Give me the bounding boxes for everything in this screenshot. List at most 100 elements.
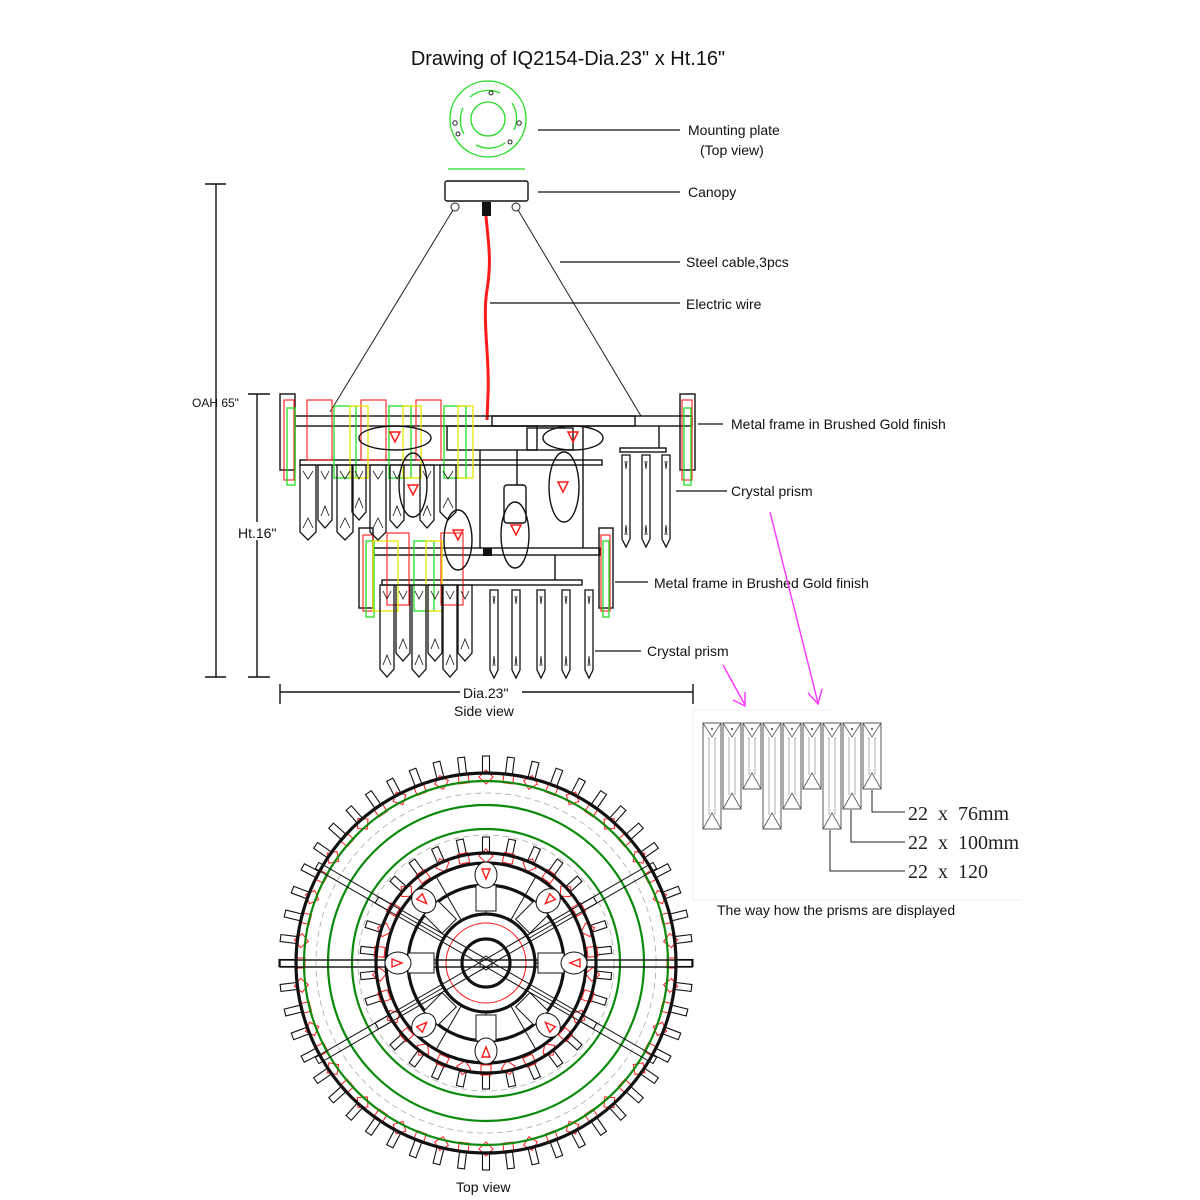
prism-detail-item [702,722,722,830]
steel-cable-label: Steel cable,3pcs [686,254,789,270]
top-prism [500,1060,517,1088]
top-prism [659,909,689,926]
prism-detail-item [742,722,762,790]
electric-wire [483,215,491,421]
prism-size-leaders [829,790,905,872]
diameter-label: Dia.23" [463,685,508,701]
bulb-icon [514,888,561,935]
prism-detail-panel [692,709,1022,901]
top-prism [501,838,517,865]
top-view-drawing [278,755,694,1171]
crystal-prism [419,464,435,529]
annotation-arrow [722,511,823,708]
mounting-plate-label: Mounting plate [688,122,780,138]
prism-detail-item [782,722,802,810]
top-prism [455,838,471,865]
crystal-prism [317,464,333,529]
crystal-prism [411,584,427,678]
crystal-prism [536,589,546,680]
crystal-prism [442,584,458,678]
bulb-icon [474,1014,498,1065]
top-prism [603,1096,627,1122]
top-view-label: Top view [456,1179,511,1195]
prism-detail-item [722,722,742,810]
top-prism [502,1141,516,1170]
top-prism [359,966,388,982]
bulb-icon [474,861,498,912]
crystal-prism [661,454,671,549]
crystal-prism [369,464,387,541]
top-prism [478,836,494,864]
side-view-label: Side view [454,703,515,719]
top-spoke-inner [399,987,444,1014]
top-prism [345,1096,369,1122]
prism-detail-caption: The way how the prisms are displayed [717,902,955,918]
top-spoke-inner [528,987,573,1014]
prism-detail-drawing [702,722,882,830]
prism-size-100: 22 x 100mm [908,832,1020,854]
bulb-icon [411,888,458,935]
electric-wire-label: Electric wire [686,296,762,312]
top-prism [364,989,392,1006]
crystal-prism [584,589,594,680]
crystal-prism [489,589,499,680]
side-prisms [299,454,671,680]
drawing-title: Drawing of IQ2154-Dia.23" x Ht.16" [411,48,725,70]
metal-frame-lower-label: Metal frame in Brushed Gold finish [654,575,869,591]
canopy-label: Canopy [688,184,736,200]
top-spoke [314,861,658,1065]
bulb-icon [514,991,561,1038]
crystal-prism-lower-label: Crystal prism [647,643,729,659]
bulb-icon [537,951,588,975]
fixture-height-label: Ht.16" [238,525,276,541]
top-prism [580,989,608,1006]
mounting-plate-sublabel: (Top view) [700,142,764,158]
crystal-prism [379,584,395,678]
crystal-prism [561,589,571,680]
top-prism [359,945,386,958]
top-spoke-inner [399,912,444,939]
prism-detail-item [762,722,782,830]
top-prism [456,1141,470,1170]
crystal-prism [389,464,405,529]
crystal-prism [457,584,473,662]
steel-cable [329,209,642,417]
top-prism [478,755,494,785]
top-prism [603,804,627,830]
crystal-prism [439,464,457,521]
bulb-icon [384,951,435,975]
metal-frame-upper-label: Metal frame in Brushed Gold finish [731,416,946,432]
crystal-prism [511,589,521,680]
crystal-prism [351,464,367,521]
prism-detail-item [802,722,822,790]
top-spoke-inner [528,912,573,939]
top-prism [478,1141,494,1171]
top-spoke-inner [435,1005,462,1050]
prism-detail-item [842,722,862,810]
canopy-icon [444,180,529,216]
crystal-prism [336,464,354,541]
crystal-prism [395,584,411,662]
overall-height-dimension [205,183,226,678]
crystal-prism [299,464,317,541]
top-spoke-inner [510,876,537,921]
top-prism [586,945,613,958]
top-prism [659,1000,689,1017]
top-prism [283,1000,313,1017]
top-prism [345,804,369,830]
bulb-icon [411,991,458,1038]
crystal-prism [427,584,443,662]
crystal-prism [641,454,651,549]
top-prism [455,1060,472,1088]
mounting-plate-icon [448,80,527,170]
crystal-prism-upper-label: Crystal prism [731,483,813,499]
top-prism [502,756,516,785]
crystal-prism [621,454,631,549]
top-prism [283,909,313,926]
prism-size-120: 22 x 120 [908,861,988,883]
side-view-drawing [279,393,696,618]
prism-detail-item [862,722,882,790]
overall-height-label: OAH 65" [192,396,239,410]
top-spoke-inner [510,1005,537,1050]
